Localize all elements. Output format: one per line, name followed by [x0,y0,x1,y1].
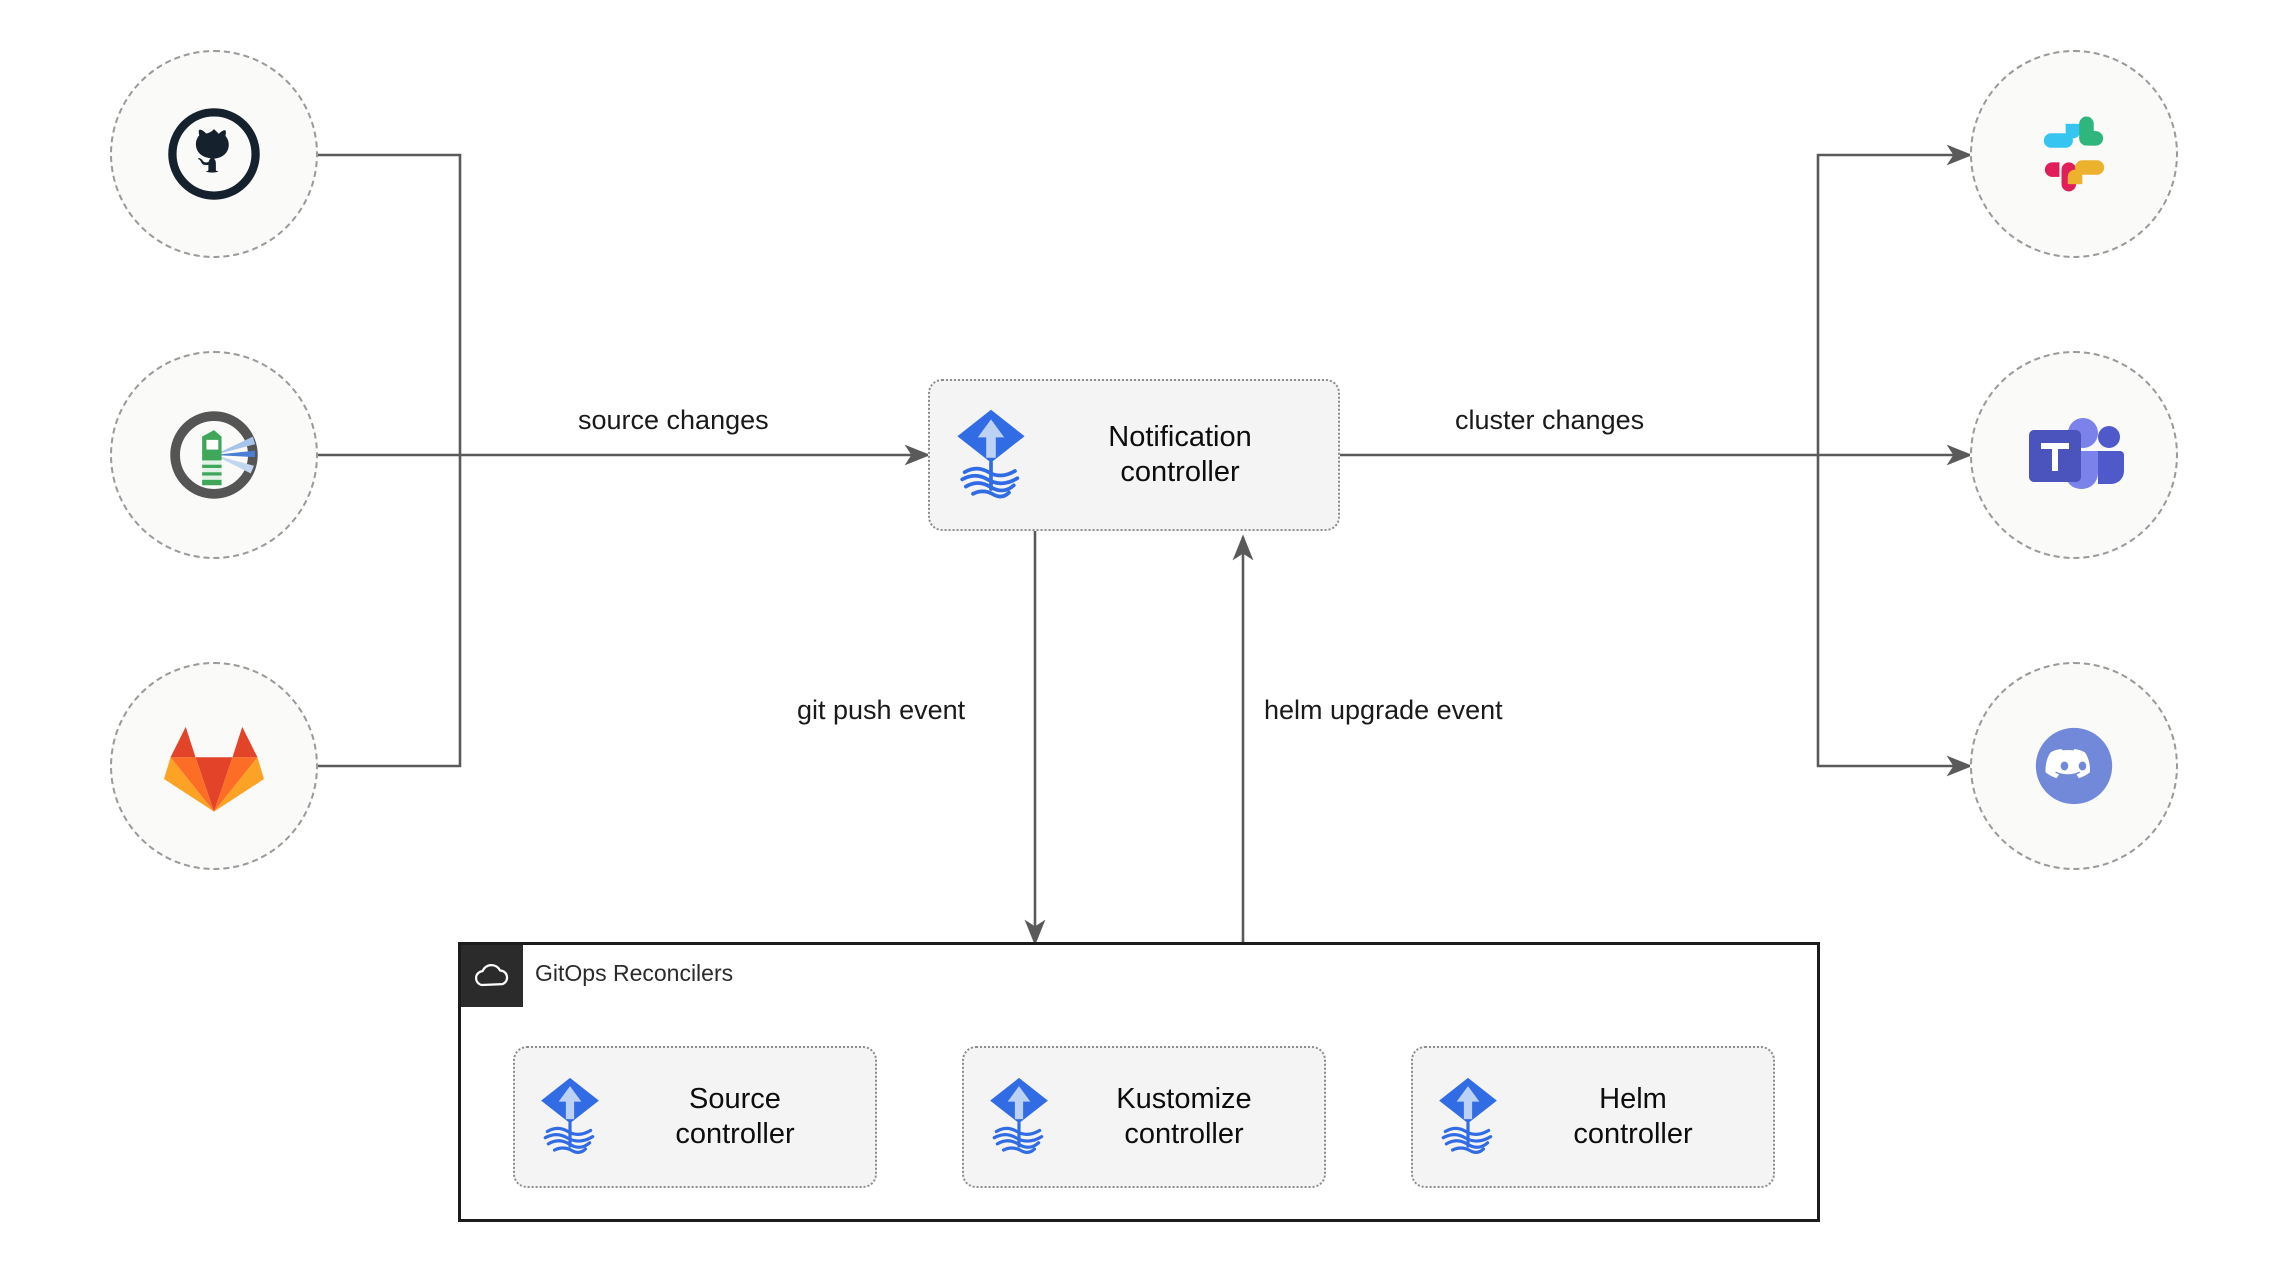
helm-controller-label: Helm controller [1573,1082,1693,1150]
edge-github-to-bus [317,153,462,455]
flux-logo-icon [986,1073,1052,1162]
gitlab-icon [164,726,264,812]
target-node-teams[interactable] [1970,351,2178,559]
edge-bus-to-slack [1816,144,1973,455]
notification-controller-node[interactable]: Notification controller [928,379,1340,531]
edge-label-helm-upgrade-event: helm upgrade event [1264,695,1503,725]
gitops-reconcilers-title: GitOps Reconcilers [535,960,734,986]
notification-controller-label: Notification controller [1108,420,1252,488]
edge-gitlab-to-bus [317,455,462,768]
target-node-slack[interactable] [1970,50,2178,258]
edge-label-git-push-event: git push event [797,695,966,725]
source-controller-node[interactable]: Source controller [513,1046,877,1188]
target-node-discord[interactable] [1970,662,2178,870]
cloud-icon [461,945,523,1007]
source-controller-label: Source controller [675,1082,795,1150]
flux-logo-icon [1435,1073,1501,1162]
edge-label-cluster-changes: cluster changes [1455,405,1645,435]
kustomize-controller-label: Kustomize controller [1116,1082,1252,1150]
gitops-reconcilers-container: GitOps Reconcilers Source controller [458,942,1820,1222]
discord-icon [2035,727,2113,805]
flux-logo-icon [952,405,1030,506]
github-icon [168,108,260,200]
source-node-gitlab[interactable] [110,662,318,870]
edge-bus-to-discord [1816,455,1973,777]
kustomize-controller-node[interactable]: Kustomize controller [962,1046,1326,1188]
edge-label-source-changes: source changes [578,405,769,435]
helm-controller-node[interactable]: Helm controller [1411,1046,1775,1188]
flux-logo-icon [537,1073,603,1162]
source-node-github[interactable] [110,50,318,258]
slack-icon [2043,116,2105,192]
microsoft-teams-icon [2029,418,2124,489]
flux-lighthouse-icon [170,411,258,499]
source-node-flux[interactable] [110,351,318,559]
